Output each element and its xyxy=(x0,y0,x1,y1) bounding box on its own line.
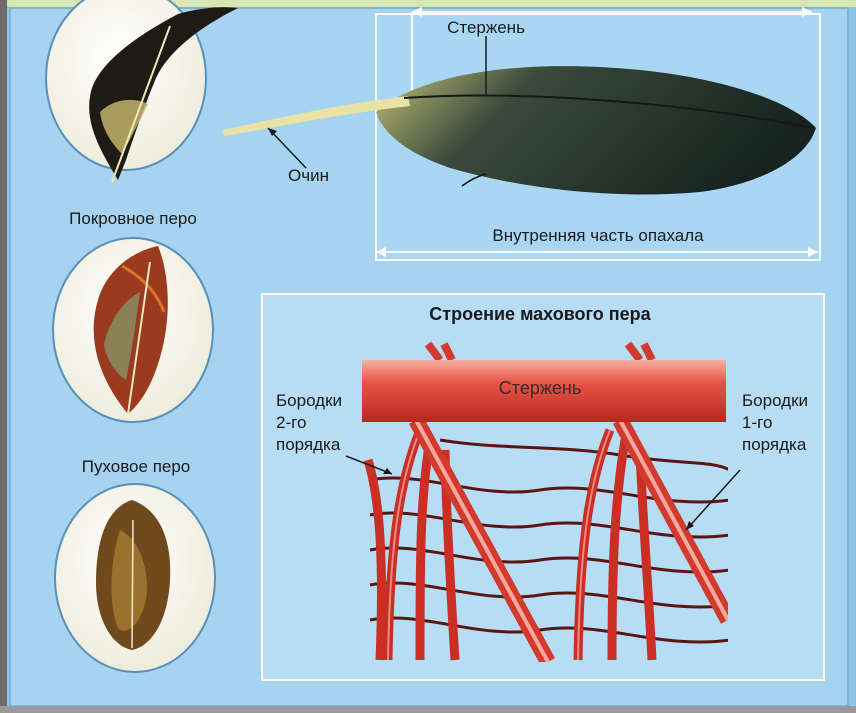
down-feather-label: Пуховое перо xyxy=(82,457,191,477)
barbs-2nd-label: Бородки 2-го порядка xyxy=(276,390,342,456)
contour-feather-label: Покровное перо xyxy=(69,209,197,229)
inner-vane-label: Внутренняя часть опахала xyxy=(492,226,703,246)
shaft-label: Стержень xyxy=(447,18,525,38)
contour-feather-image xyxy=(53,238,213,422)
calamus-label: Очин xyxy=(288,166,329,186)
shaft-inset-label: Стержень xyxy=(499,378,581,398)
barbs-1st-label: Бородки 1-го порядка xyxy=(742,390,808,456)
structure-panel xyxy=(262,294,824,680)
structure-title: Строение махового пера xyxy=(429,304,650,324)
bottom-strip xyxy=(0,706,856,713)
down-feather-image xyxy=(55,484,215,672)
left-strip xyxy=(0,0,7,713)
